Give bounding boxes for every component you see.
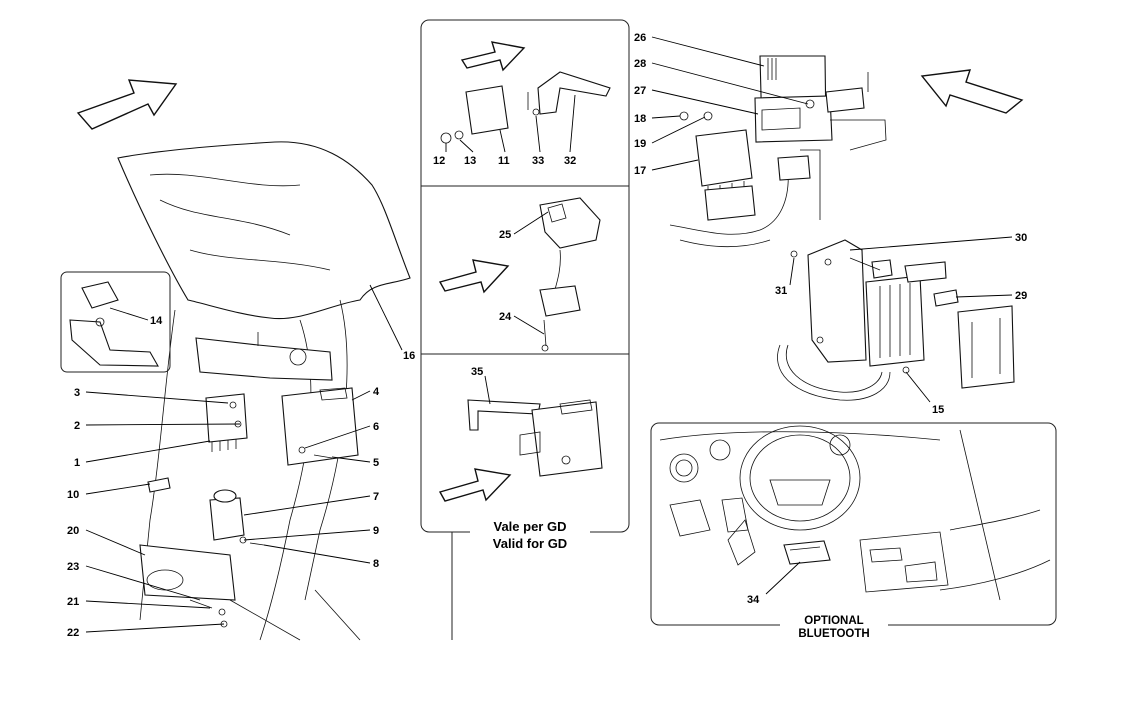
callout-19: 19 — [634, 138, 646, 150]
callout-16: 16 — [403, 350, 415, 362]
callout-10: 10 — [67, 489, 79, 501]
captions: Vale per GD Valid for GD OPTIONAL BLUETO… — [470, 519, 888, 640]
callout-30: 30 — [1015, 232, 1027, 244]
callout-11: 11 — [498, 155, 510, 167]
bluetooth-module-34 — [783, 540, 831, 565]
callout-numbers: 1 2 3 4 5 6 7 8 9 10 11 12 13 14 15 16 1… — [67, 32, 1027, 639]
callout-7: 7 — [373, 491, 379, 503]
direction-arrow-right — [920, 69, 1024, 114]
leader-lines — [85, 36, 1013, 633]
callout-9: 9 — [373, 525, 379, 537]
relay-1 — [205, 393, 248, 443]
wire-loop — [777, 344, 891, 401]
bracket-35 — [467, 399, 541, 431]
cover-29 — [957, 305, 1015, 389]
sensor-7 — [209, 497, 245, 541]
mount-bracket — [195, 337, 333, 381]
steering-wheel — [739, 425, 861, 531]
callout-13: 13 — [464, 155, 476, 167]
caption-gd-line1: Vale per GD — [494, 519, 567, 534]
fuse-box-15 — [865, 275, 925, 367]
callout-29: 29 — [1015, 290, 1027, 302]
relay-14 — [81, 281, 119, 309]
caption-gd-line2: Valid for GD — [493, 536, 567, 551]
callout-31: 31 — [775, 285, 787, 297]
relay-25 — [539, 197, 601, 249]
fuse-29 — [933, 289, 959, 307]
callout-6: 6 — [373, 421, 379, 433]
module-35 — [531, 401, 603, 477]
callout-3: 3 — [74, 387, 80, 399]
callout-28: 28 — [634, 58, 646, 70]
inset-frame-14 — [60, 271, 171, 373]
direction-arrow-left — [76, 79, 178, 130]
middle-column — [420, 19, 630, 640]
callout-8: 8 — [373, 558, 379, 570]
direction-arrow-mid-3 — [438, 468, 512, 502]
callout-22: 22 — [67, 627, 79, 639]
direction-arrow-mid-2 — [438, 259, 510, 294]
dash-cover — [117, 141, 411, 320]
bluetooth-frame — [650, 422, 1057, 626]
callout-12: 12 — [433, 155, 445, 167]
callout-32: 32 — [564, 155, 576, 167]
left-section — [60, 79, 411, 641]
caption-bt-line2: BLUETOOTH — [798, 628, 869, 640]
callout-21: 21 — [67, 596, 79, 608]
wire-harness-17 — [669, 169, 789, 235]
upper-right-section — [669, 55, 1024, 248]
relay-11 — [465, 85, 509, 135]
callout-5: 5 — [373, 457, 379, 469]
callout-23: 23 — [67, 561, 79, 573]
callout-17: 17 — [634, 165, 646, 177]
callout-27: 27 — [634, 85, 646, 97]
caption-bt-line1: OPTIONAL — [804, 615, 863, 627]
bracket-31 — [807, 239, 867, 363]
bluetooth-inset — [650, 422, 1057, 626]
relay-17 — [695, 129, 753, 187]
callout-18: 18 — [634, 113, 646, 125]
bracket-20 — [139, 544, 236, 601]
callout-4: 4 — [373, 386, 380, 398]
callout-35: 35 — [471, 366, 483, 378]
callout-34: 34 — [747, 594, 760, 606]
callout-15: 15 — [932, 404, 944, 416]
callout-2: 2 — [74, 420, 80, 432]
callout-20: 20 — [67, 525, 79, 537]
bracket-32 — [537, 71, 611, 115]
callout-1: 1 — [74, 457, 80, 469]
callout-24: 24 — [499, 311, 512, 323]
callout-26: 26 — [634, 32, 646, 44]
middle-right-section — [777, 239, 1015, 401]
callout-25: 25 — [499, 229, 511, 241]
callout-14: 14 — [150, 315, 163, 327]
direction-arrow-mid-1 — [460, 41, 526, 72]
control-module-4 — [281, 387, 359, 466]
callout-33: 33 — [532, 155, 544, 167]
